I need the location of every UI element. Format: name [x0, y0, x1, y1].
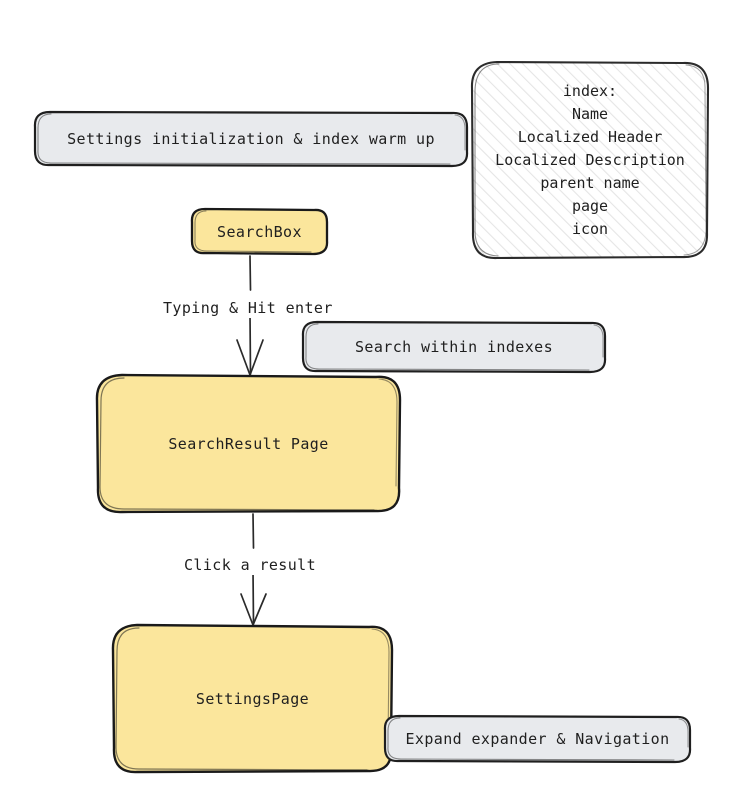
note-search-label: Search within indexes — [354, 338, 554, 356]
node-settingspage-label: SettingsPage — [195, 689, 310, 708]
index-line-5: page — [571, 196, 609, 215]
index-box-content: index: Name Localized Header Localized D… — [472, 62, 708, 258]
edge-typing-label: Typing & Hit enter — [163, 298, 333, 318]
index-line-4: parent name — [540, 173, 640, 192]
index-line-0: index: — [562, 81, 618, 100]
index-line-3: Localized Description — [495, 150, 685, 169]
note-expand-label: Expand expander & Navigation — [405, 730, 670, 748]
index-line-2: Localized Header — [517, 127, 663, 146]
node-searchresult-label: SearchResult Page — [168, 434, 329, 453]
index-line-6: icon — [571, 219, 609, 238]
note-init-label: Settings initialization & index warm up — [67, 130, 435, 148]
index-line-1: Name — [571, 104, 609, 123]
node-searchbox-label: SearchBox — [217, 222, 302, 241]
edge-click-label: Click a result — [184, 555, 317, 575]
